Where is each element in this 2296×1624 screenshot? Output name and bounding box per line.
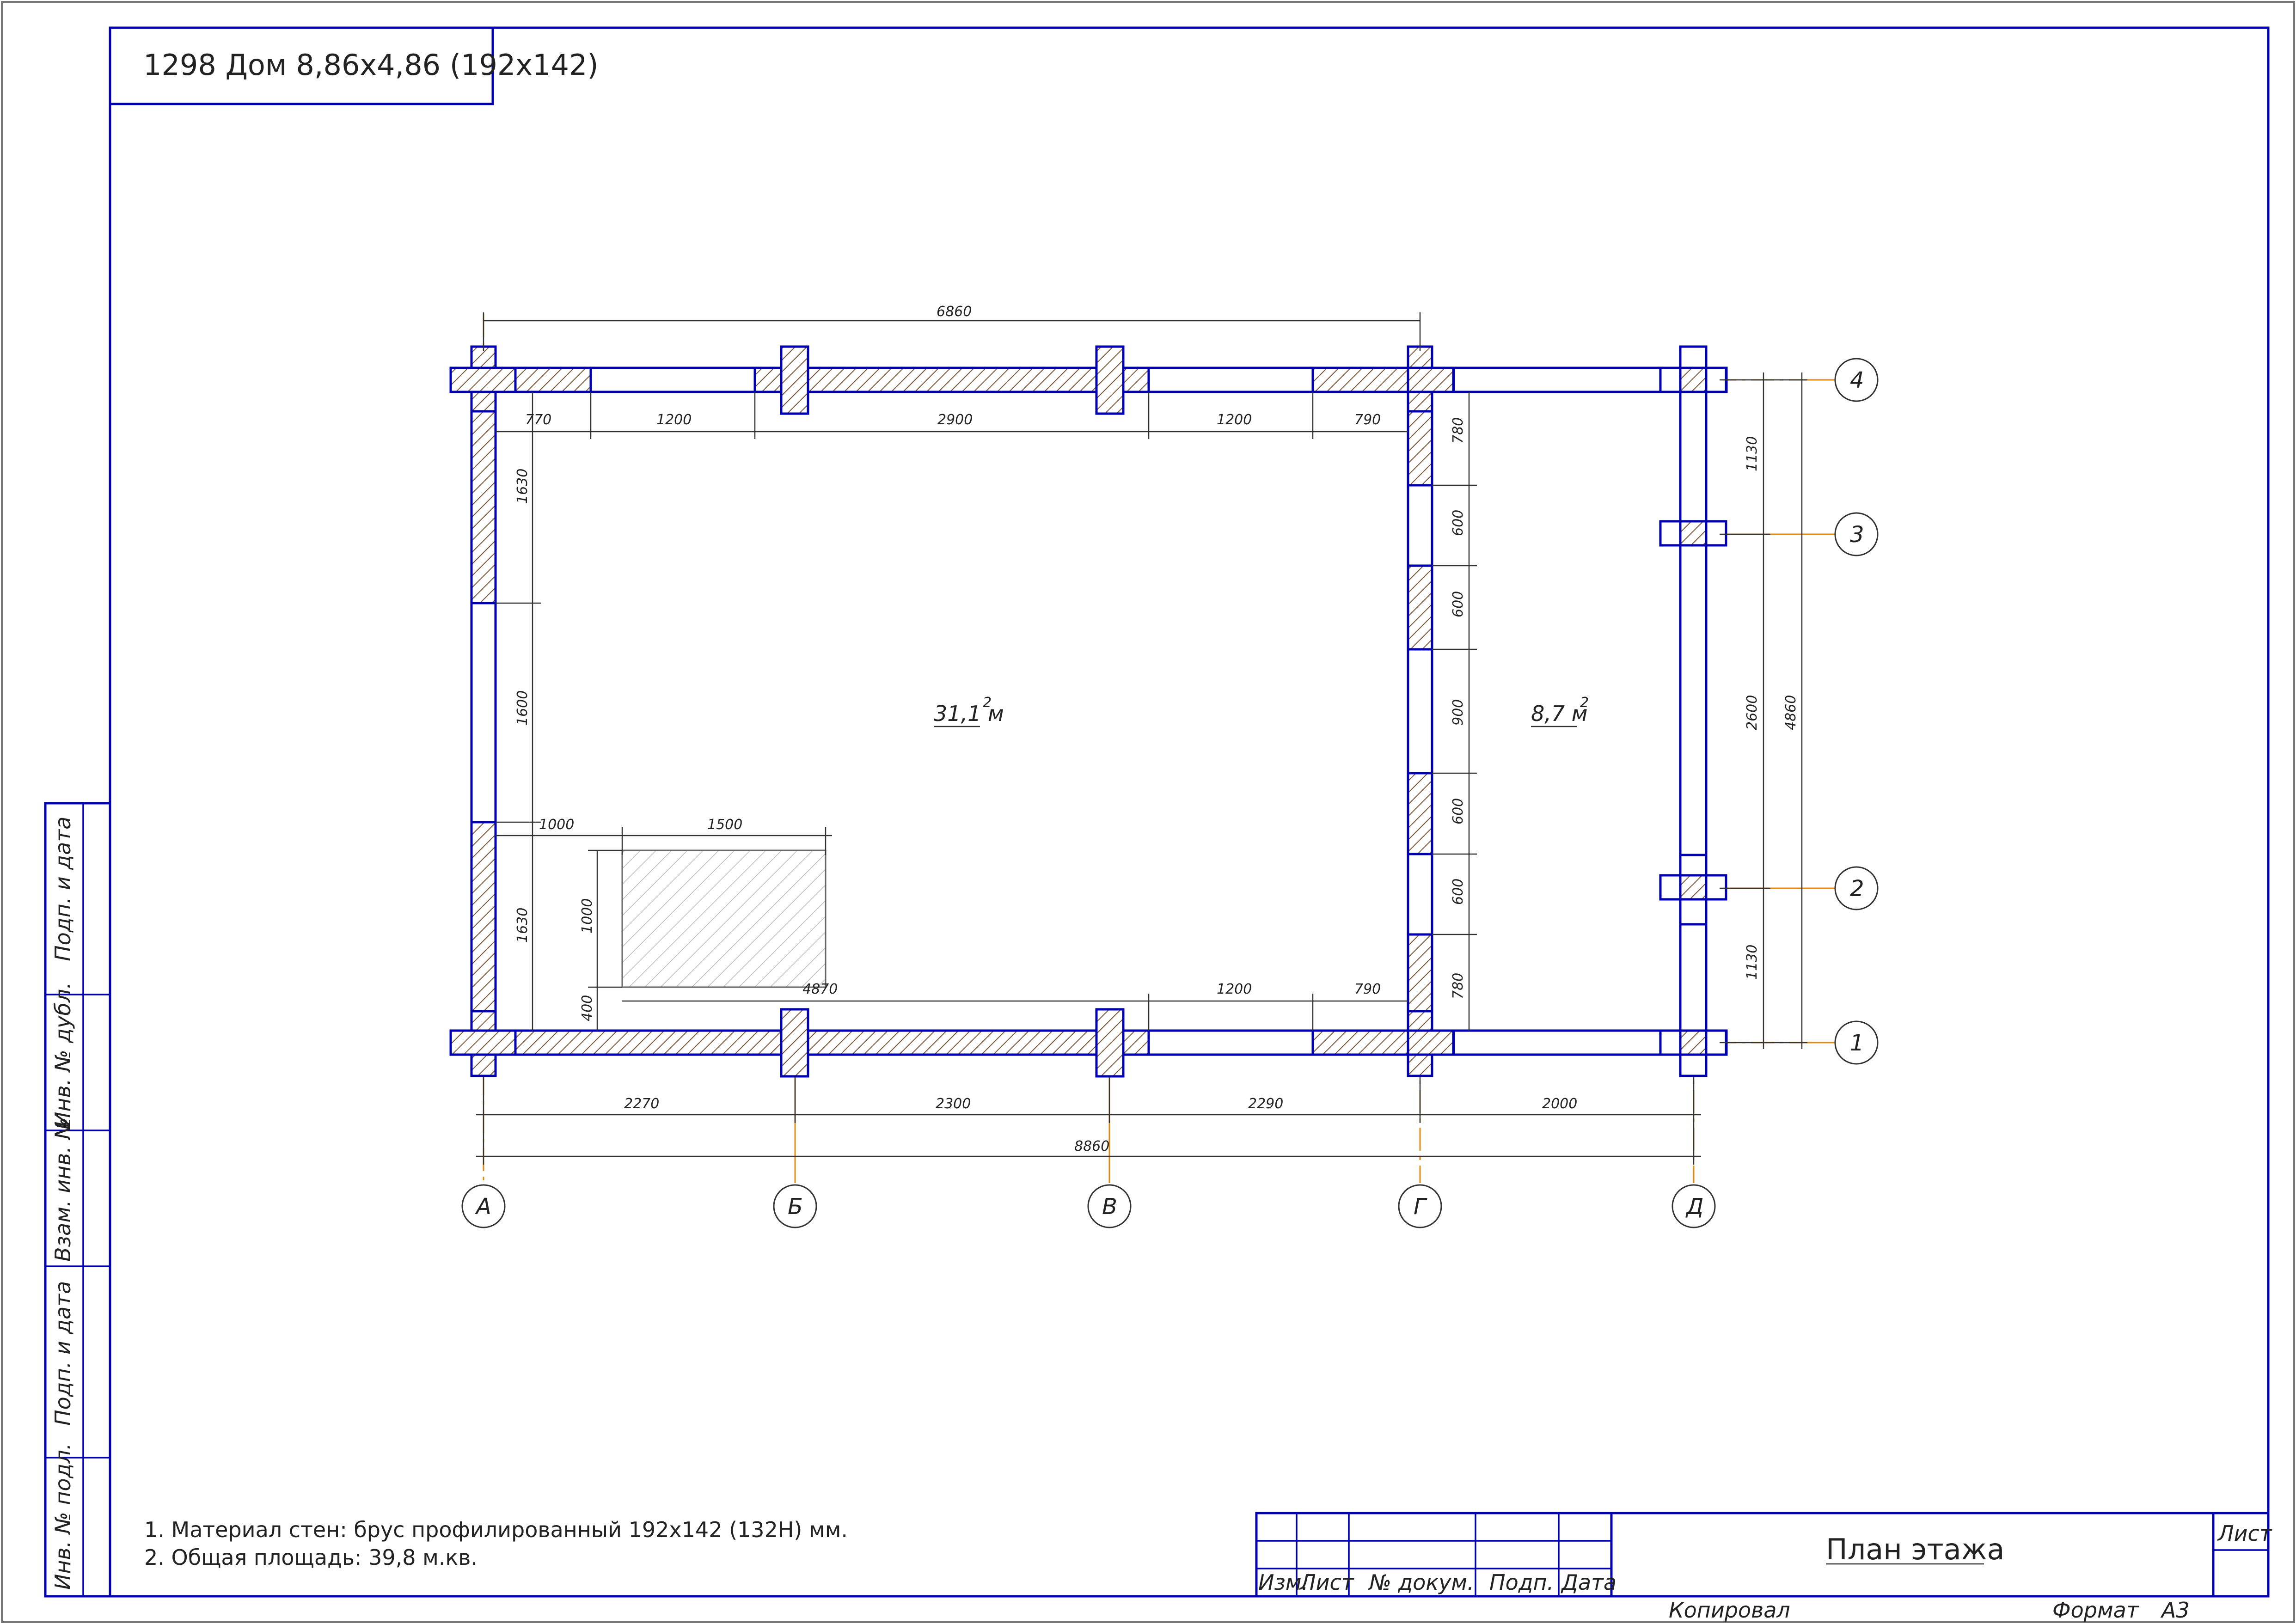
stove: [621, 849, 827, 988]
axis-label-2: 2: [1850, 876, 1864, 902]
axis-label-v: В: [1102, 1194, 1117, 1220]
axis-label-1: 1: [1850, 1030, 1864, 1056]
side-stamp: Подп. и дата Инв. № дубл. Взам. инв. № П…: [44, 802, 111, 1598]
stamp-orig-inv: Инв. № подл.: [50, 1443, 75, 1590]
tb-header-doc: № докум.: [1368, 1570, 1474, 1595]
tb-sheet-label: Лист: [2217, 1521, 2272, 1546]
dim-axis-3: 1130: [1744, 945, 1760, 980]
floor-plan: 31,1 м 2 8,7 м 2: [449, 304, 1879, 1228]
dim-top-1: 770: [525, 412, 551, 428]
stamp-repl-inv: Взам. инв. №: [50, 1117, 75, 1262]
room-area-main-sup: 2: [983, 695, 992, 711]
dim-stove-wall: 4870: [802, 981, 838, 997]
tb-header-list: Лист: [1299, 1570, 1354, 1595]
drawing-frame: [109, 26, 2270, 1598]
axis-markers: А Б В Г Д 4 3 2 1: [461, 358, 1879, 1228]
axis-label-b: Б: [788, 1194, 803, 1220]
dim-right-2: 600: [1450, 510, 1466, 536]
dim-bottom-overall: 8860: [1074, 1138, 1109, 1154]
dimension-texts: 6860 770 1200 2900 1200 790 1630 1600 16…: [514, 304, 1799, 1154]
stamp-sign-date-1: Подп. и дата: [50, 817, 75, 961]
room-area-veranda: 8,7 м: [1531, 701, 1587, 726]
tb-drawing-name: План этажа: [1826, 1532, 2004, 1566]
room-area-veranda-sup: 2: [1580, 695, 1589, 711]
tb-header-izm: Изм.: [1258, 1570, 1308, 1595]
tb-header-sign: Подп.: [1489, 1570, 1554, 1595]
axis-label-d: Д: [1685, 1194, 1704, 1220]
title-box-text: 1298 Дом 8,86х4,86 (192х142): [143, 48, 599, 82]
dim-right-4: 900: [1450, 699, 1466, 726]
tb-header-date: Дата: [1561, 1570, 1616, 1595]
dim-top-3: 2900: [937, 412, 973, 428]
stamp-dup-inv: Инв. № дубл.: [50, 982, 75, 1128]
dim-right-1: 780: [1450, 417, 1466, 444]
dim-axis-ab: 2270: [624, 1096, 659, 1112]
dim-axis-1: 1130: [1744, 436, 1760, 471]
note-1: 1. Материал стен: брус профилированный 1…: [144, 1517, 848, 1542]
axis-label-4: 4: [1850, 367, 1864, 393]
dim-right-overall: 4860: [1783, 695, 1799, 730]
dimension-lines: [476, 312, 1810, 1165]
dim-bottom-1: 1200: [1217, 981, 1252, 997]
stamp-sign-date-2: Подп. и дата: [50, 1281, 75, 1426]
dim-left-2: 1600: [514, 690, 531, 726]
dim-right-7: 780: [1450, 973, 1466, 999]
axis-label-3: 3: [1850, 522, 1864, 548]
dim-stove-offset: 1000: [539, 817, 574, 833]
dim-top-overall: 6860: [937, 304, 972, 320]
note-2: 2. Общая площадь: 39,8 м.кв.: [144, 1545, 478, 1570]
walls: [449, 345, 1728, 1078]
dim-axis-vg: 2290: [1248, 1096, 1283, 1112]
dim-bottom-2: 790: [1354, 981, 1381, 997]
dim-left-3: 1630: [514, 908, 531, 943]
tb-copied: Копировал: [1669, 1598, 1790, 1623]
dim-right-5: 600: [1450, 798, 1466, 824]
dim-right-6: 600: [1450, 879, 1466, 905]
title-box: 1298 Дом 8,86х4,86 (192х142): [109, 26, 599, 105]
dim-stove-width: 1500: [707, 817, 742, 833]
dim-axis-bv: 2300: [936, 1096, 971, 1112]
title-block: Изм. Лист № докум. Подп. Дата План этажа…: [1255, 1512, 2272, 1623]
dim-axis-gd: 2000: [1542, 1096, 1577, 1112]
axis-label-g: Г: [1414, 1194, 1427, 1220]
dim-right-3: 600: [1450, 591, 1466, 617]
dim-left-1: 1630: [514, 469, 531, 504]
axis-label-a: А: [475, 1194, 491, 1220]
dim-top-2: 1200: [656, 412, 692, 428]
tb-format-value: А3: [2160, 1598, 2190, 1623]
dim-top-5: 790: [1354, 412, 1381, 428]
notes: 1. Материал стен: брус профилированный 1…: [144, 1517, 848, 1570]
tb-format-label: Формат: [2052, 1598, 2139, 1623]
dim-stove-depth: 1000: [579, 898, 595, 934]
dim-axis-2: 2600: [1744, 695, 1760, 730]
room-area-main: 31,1 м: [934, 701, 1004, 726]
dim-top-4: 1200: [1217, 412, 1252, 428]
dim-stove-gap: 400: [579, 995, 595, 1021]
